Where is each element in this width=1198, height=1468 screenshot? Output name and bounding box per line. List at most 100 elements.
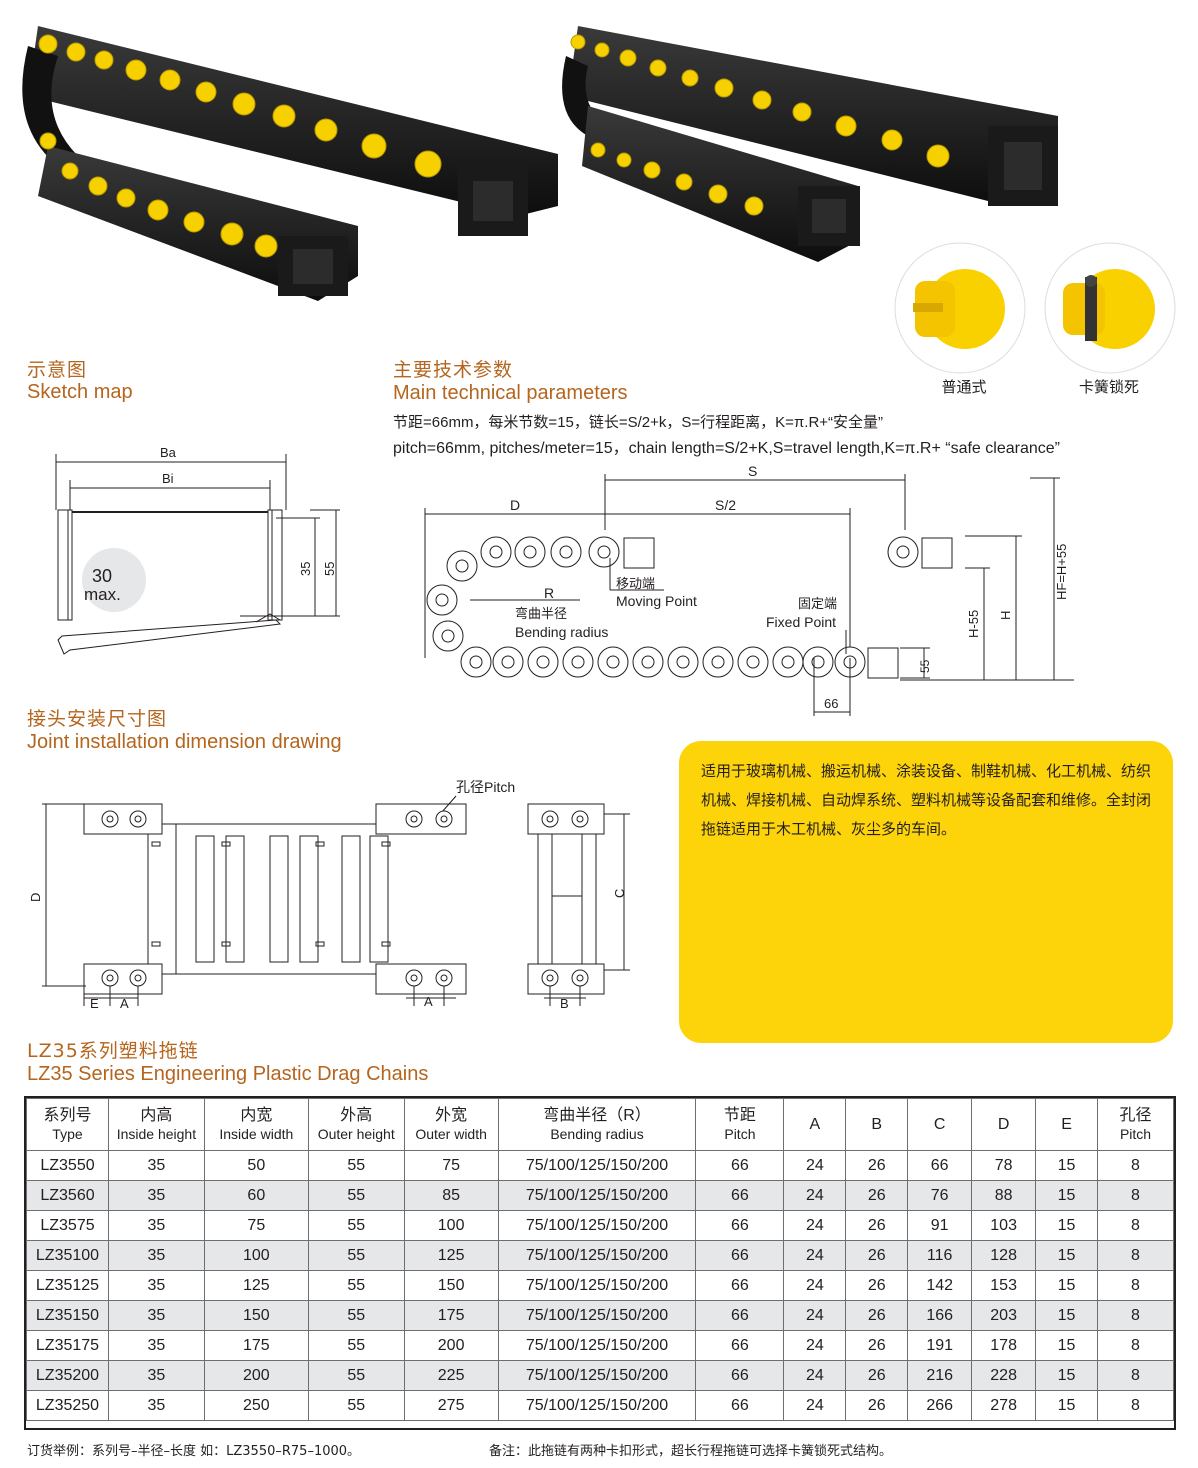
table-cell: 60 [203,1180,309,1211]
a-dim-label: A [120,996,129,1011]
table-cell: 66 [695,1210,785,1241]
table-cell: 8 [1097,1390,1174,1421]
s-half-label: S/2 [715,497,736,513]
header-cn: 系列号 [43,1106,92,1124]
table-cell: 26 [845,1330,909,1361]
joint-dimension-drawing: 孔径Pitch D E A A C B [28,779,630,1011]
header-en: Inside height [116,1125,197,1142]
h-label: H [998,611,1013,620]
d-dim-label: D [28,893,43,902]
table-cell: 75/100/125/150/200 [497,1210,697,1241]
table-cell: 91 [907,1210,973,1241]
table-cell: 35 [107,1330,205,1361]
table-cell: 35 [107,1390,205,1421]
table-cell: 116 [907,1240,973,1271]
table-cell: 8 [1097,1270,1174,1301]
header-cell: A [783,1098,847,1151]
table-cell: 24 [783,1240,847,1271]
table-cell: LZ35125 [26,1270,109,1301]
table-cell: LZ3575 [26,1210,109,1241]
table-cell: 75/100/125/150/200 [497,1300,697,1331]
table-cell: 66 [695,1240,785,1271]
table-cell: 15 [1035,1270,1099,1301]
table-cell: 66 [695,1270,785,1301]
header-en: Inside width [219,1125,294,1142]
table-cell: 26 [845,1240,909,1271]
table-cell: 8 [1097,1360,1174,1391]
table-cell: 100 [203,1240,309,1271]
header-cn: 节距 [723,1106,756,1124]
table-cell: LZ3560 [26,1180,109,1211]
table-cell: 55 [307,1150,405,1181]
table-cell: 35 [107,1240,205,1271]
sketch-map-drawing: Ba Bi 35 55 30 max. [55,445,340,655]
moving-point-cn: 移动端 [616,576,655,591]
table-cell: 178 [971,1330,1037,1361]
a2-dim-label: A [424,994,433,1009]
table-cell: 35 [107,1300,205,1331]
header-cell: C [907,1098,973,1151]
table-cell: 75/100/125/150/200 [497,1150,697,1181]
table-cell: 55 [307,1240,405,1271]
table-cell: 24 [783,1360,847,1391]
header-en: Bending radius [550,1125,644,1142]
table-cell: 75 [403,1150,499,1181]
normal-clip-photo [894,242,1026,374]
table-cell: 26 [845,1360,909,1391]
header-cn: C [933,1116,946,1133]
table-cell: 100 [403,1210,499,1241]
params-title-en: Main technical parameters [393,382,628,404]
table-cell: 24 [783,1390,847,1421]
table-cell: 24 [783,1300,847,1331]
order-example: 订货举例：系列号–半径–长度 如：LZ3550–R75–1000。 [27,1444,361,1459]
table-cell: 15 [1035,1210,1099,1241]
b-dim-label: B [560,996,569,1011]
table-cell: 191 [907,1330,973,1361]
table-cell: 55 [307,1330,405,1361]
table-cell: LZ35150 [26,1300,109,1331]
table-cell: 55 [307,1180,405,1211]
table-cell: 125 [403,1240,499,1271]
table-cell: 266 [907,1390,973,1421]
header-cn: 内高 [140,1106,173,1124]
header-en: Outer width [415,1125,487,1142]
table-cell: 175 [403,1300,499,1331]
r-label: R [544,585,554,601]
h35-label: 35 [298,562,313,576]
header-cn: 外高 [340,1106,373,1124]
table-cell: 203 [971,1300,1037,1331]
table-cell: 250 [203,1390,309,1421]
table-cell: 150 [403,1270,499,1301]
table-cell: 8 [1097,1240,1174,1271]
header-en: Pitch [1119,1125,1152,1142]
table-cell: 24 [783,1180,847,1211]
header-cn: D [997,1116,1010,1133]
header-en: Pitch [724,1125,756,1142]
application-box [679,741,1173,1043]
params-title-cn: 主要技术参数 [393,359,514,381]
header-en: Type [52,1125,83,1142]
table-cell: 175 [203,1330,309,1361]
table-cell: 8 [1097,1210,1174,1241]
c-dim-label: C [612,889,627,898]
header-cn: 孔径 [1119,1106,1152,1124]
table-cell: 50 [203,1150,309,1181]
header-en: Outer height [317,1125,395,1142]
series-title-cn: LZ35系列塑料拖链 [27,1040,199,1062]
header-cn: E [1061,1116,1072,1133]
spring-clip-caption: 卡簧锁死 [1078,378,1139,396]
table-cell: 26 [845,1390,909,1421]
h-minus-55: H-55 [966,610,981,638]
table-cell: 75/100/125/150/200 [497,1270,697,1301]
